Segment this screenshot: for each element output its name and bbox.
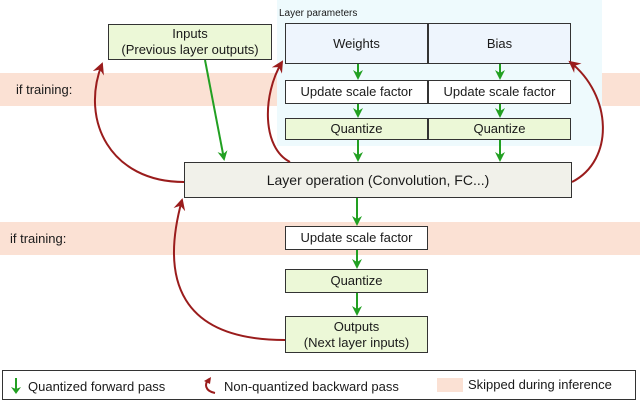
update-scale-bias-box: Update scale factor [428, 80, 571, 104]
legend-backward-label: Non-quantized backward pass [224, 378, 399, 394]
quantize-weights-box: Quantize [285, 118, 428, 140]
legend-backward: Non-quantized backward pass [201, 377, 399, 395]
layer-operation-box: Layer operation (Convolution, FC...) [184, 162, 572, 198]
backward-arrow-op-to-bias [568, 60, 604, 183]
backward-arrow-op-to-inputs [92, 62, 185, 183]
legend: Quantized forward pass Non-quantized bac… [2, 370, 636, 400]
legend-forward: Quantized forward pass [9, 377, 165, 395]
skipped-swatch [437, 377, 463, 392]
quantize-output-box: Quantize [285, 269, 428, 293]
weights-box: Weights [285, 23, 428, 64]
quantize-bias-box: Quantize [428, 118, 571, 140]
inputs-box: Inputs (Previous layer outputs) [108, 24, 272, 60]
forward-arrow-inputs-to-op [204, 59, 228, 161]
bias-box: Bias [428, 23, 571, 64]
update-scale-weights-box: Update scale factor [285, 80, 428, 104]
legend-skipped-label: Skipped during inference [468, 377, 612, 392]
green-arrow-icon [11, 378, 21, 394]
update-scale-output-box: Update scale factor [285, 226, 428, 250]
layer-parameters-label: Layer parameters [279, 8, 358, 19]
if-training-label-middle: if training: [10, 231, 67, 246]
if-training-label-top: if training: [16, 82, 73, 97]
outputs-box: Outputs (Next layer inputs) [285, 316, 428, 353]
backward-arrow-op-to-weights [266, 60, 291, 163]
legend-forward-label: Quantized forward pass [28, 378, 166, 394]
backward-arrow-outputs-to-op [173, 198, 286, 341]
legend-skipped: Skipped during inference [437, 377, 612, 392]
red-curved-arrow-icon [204, 377, 216, 394]
